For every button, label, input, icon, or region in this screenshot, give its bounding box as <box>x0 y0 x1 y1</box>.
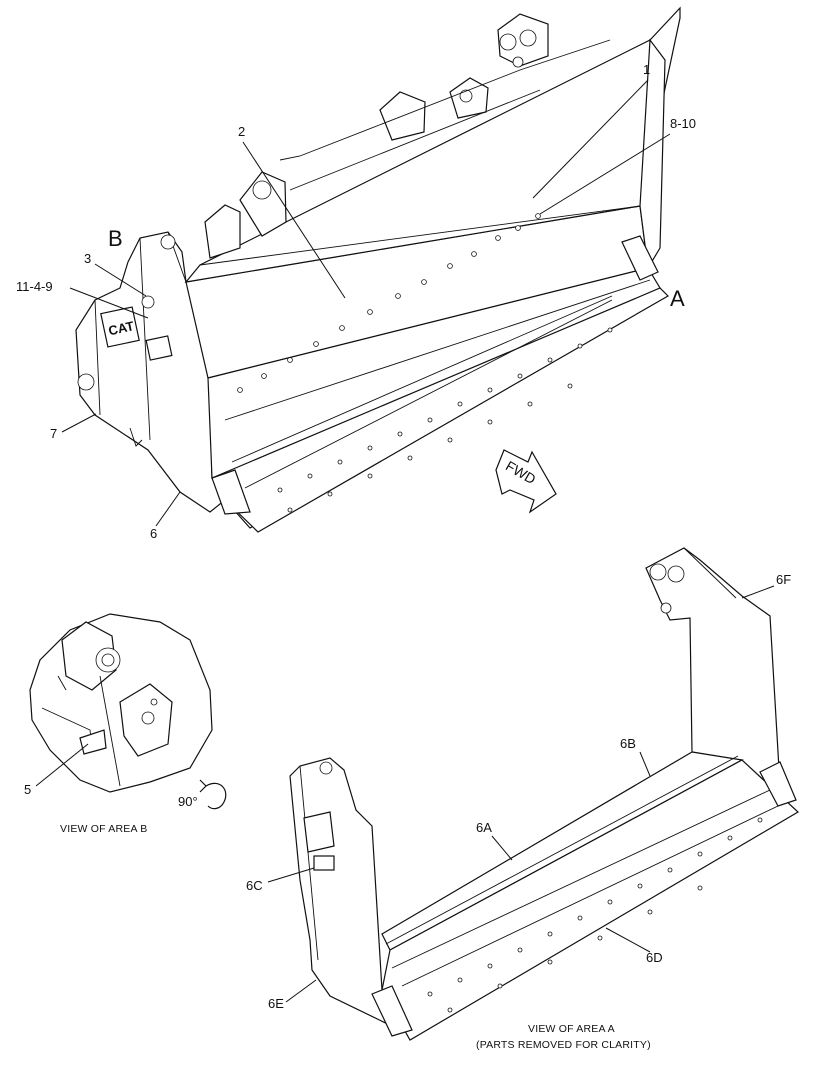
caption-view-area-b: VIEW OF AREA B <box>60 823 147 835</box>
callout-7: 7 <box>50 426 57 441</box>
area-a-floor <box>381 759 799 1041</box>
callout-5: 5 <box>24 782 31 797</box>
detail-view-area-b: 5 90° VIEW OF AREA B <box>24 613 227 835</box>
back-plate-bolt-holes <box>237 213 541 393</box>
bucket-assembly: CAT <box>75 6 681 533</box>
callout-8-10: 8-10 <box>670 116 696 131</box>
callout-3: 3 <box>84 251 91 266</box>
rotation-arrow-icon <box>205 782 227 810</box>
callout-6f: 6F <box>776 572 791 587</box>
callout-6a: 6A <box>476 820 492 835</box>
area-letter-a: A <box>670 286 685 311</box>
callout-6e: 6E <box>268 996 284 1011</box>
area-a-floor-bolt-holes <box>427 817 763 1013</box>
fwd-arrow: FWD <box>495 449 557 514</box>
callout-6c: 6C <box>246 878 263 893</box>
floor-bolt-holes <box>277 327 613 513</box>
caption-parts-removed: (PARTS REMOVED FOR CLARITY) <box>476 1039 651 1051</box>
area-letter-b: B <box>108 226 123 251</box>
left-side-plate <box>75 231 226 513</box>
rotation-label: 90° <box>178 794 198 809</box>
callout-6: 6 <box>150 526 157 541</box>
main-callouts: 1 8-10 2 B 3 11-4-9 A 7 6 <box>16 62 696 541</box>
detail-view-area-a: 6F 6B 6A 6C 6D 6E VIEW OF AREA A (PARTS … <box>246 547 799 1051</box>
area-a-right-side-plate <box>645 547 781 787</box>
cat-logo: CAT <box>100 306 140 348</box>
callout-2: 2 <box>238 124 245 139</box>
cat-logo-text: CAT <box>107 318 135 338</box>
callout-1: 1 <box>643 62 650 77</box>
callout-6d: 6D <box>646 950 663 965</box>
caption-view-area-a: VIEW OF AREA A <box>528 1023 615 1035</box>
callout-6b: 6B <box>620 736 636 751</box>
callout-11-4-9: 11-4-9 <box>16 279 53 294</box>
